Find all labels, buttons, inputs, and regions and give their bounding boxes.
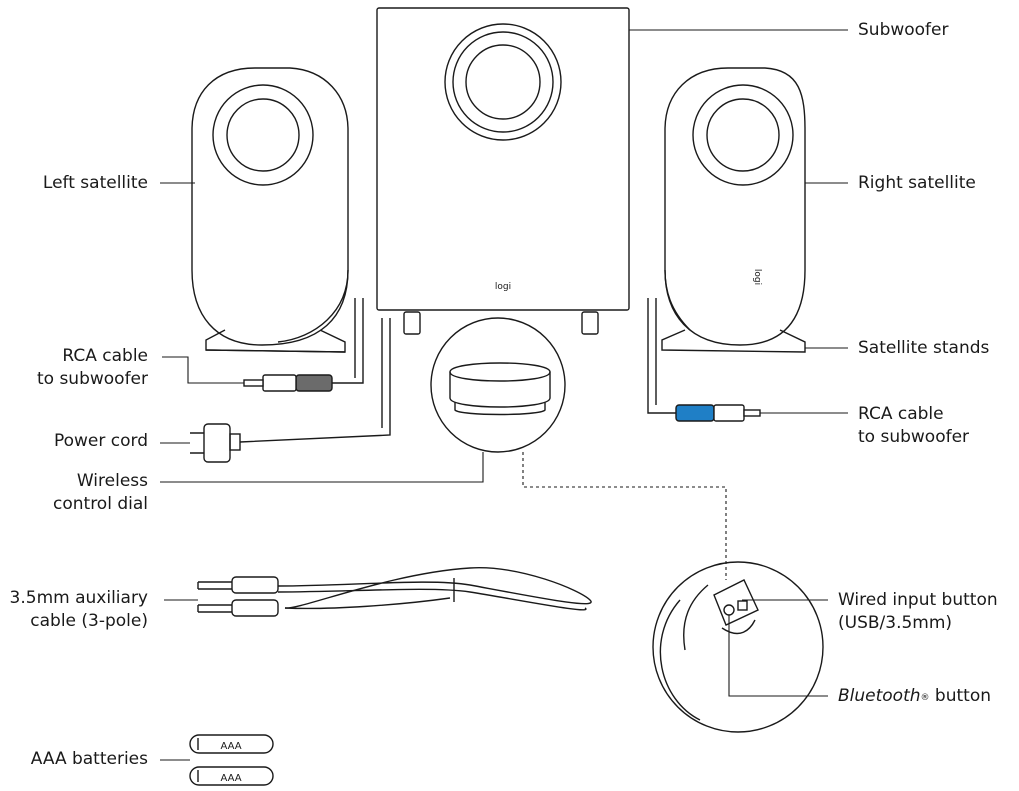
label-rca-cable-right: RCA cable to subwoofer <box>858 404 970 447</box>
right-satellite-illustration: logi <box>661 67 806 353</box>
control-dial-illustration <box>430 317 566 453</box>
label-aaa-batteries: AAA batteries <box>30 749 148 769</box>
battery-1-label: AAA <box>220 741 241 752</box>
rca-cable-right-illustration <box>647 298 761 422</box>
aaa-batteries-illustration: AAA AAA <box>189 734 274 786</box>
label-aux-cable: 3.5mm auxiliary cable (3-pole) <box>9 588 148 631</box>
leader-lines <box>160 29 848 761</box>
label-power-cord: Power cord <box>53 431 148 451</box>
label-satellite-stands: Satellite stands <box>858 338 990 358</box>
subwoofer-illustration: logi <box>376 7 630 335</box>
control-dial-closeup-illustration <box>652 561 824 733</box>
label-bluetooth-button: Bluetooth® button <box>838 686 992 706</box>
aux-cable-illustration <box>197 567 592 617</box>
right-logo: logi <box>752 269 762 285</box>
left-satellite-illustration <box>191 67 349 353</box>
rca-cable-left-illustration <box>243 298 364 392</box>
power-cord-illustration <box>190 318 391 463</box>
label-wired-input-button: Wired input button (USB/3.5mm) <box>838 590 998 633</box>
label-left-satellite: Left satellite <box>42 173 148 193</box>
battery-2-label: AAA <box>220 773 241 784</box>
label-right-satellite: Right satellite <box>858 173 976 193</box>
label-rca-cable-left: RCA cable to subwoofer <box>36 346 148 389</box>
label-wireless-control-dial: Wireless control dial <box>53 471 148 514</box>
sub-logo: logi <box>495 282 511 292</box>
label-subwoofer: Subwoofer <box>858 20 949 40</box>
